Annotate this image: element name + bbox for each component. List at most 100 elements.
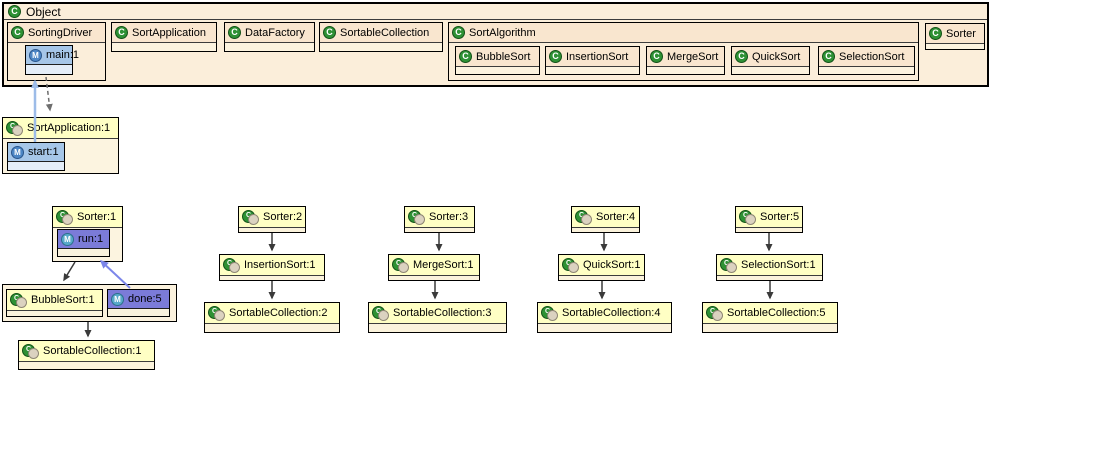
object-box-sortablecollection-5[interactable]: SortableCollection:5 [702, 302, 838, 333]
object-icon [541, 305, 558, 321]
class-box-quicksort[interactable]: QuickSort [731, 46, 810, 75]
object-box-sorter-4[interactable]: Sorter:4 [571, 206, 640, 233]
object-box-selectionsort-1[interactable]: SelectionSort:1 [716, 254, 823, 281]
object-icon [372, 305, 389, 321]
object-box-header: QuickSort:1 [559, 255, 644, 276]
class-box-bubblesort[interactable]: BubbleSort [455, 46, 540, 75]
object-box-body [369, 324, 506, 332]
class-box-body [112, 43, 216, 51]
object-box-header: SortableCollection:1 [19, 341, 154, 362]
class-box-sortapplication[interactable]: SortApplication [111, 22, 217, 52]
class-box-body [546, 67, 639, 74]
method-box-header: done:5 [108, 290, 169, 309]
object-icon [56, 209, 73, 225]
class-box-sortablecollection[interactable]: SortableCollection [319, 22, 443, 52]
class-label: QuickSort [752, 50, 801, 63]
object-box-body [736, 228, 802, 232]
class-label: BubbleSort [476, 50, 531, 63]
object-box-sorter-2[interactable]: Sorter:2 [238, 206, 306, 233]
object-icon [706, 305, 723, 321]
object-icon [10, 292, 27, 308]
object-label: Sorter:1 [77, 211, 117, 223]
method-box-header: start:1 [8, 143, 64, 162]
object-box-body [220, 276, 324, 280]
class-box-body [320, 43, 442, 51]
object-box-body [205, 324, 339, 332]
class-label: SortApplication [132, 26, 206, 39]
method-icon [61, 232, 74, 246]
object-box-body [405, 228, 474, 232]
object-box-header: SortableCollection:4 [538, 303, 671, 324]
object-box-bubblesort-1[interactable]: BubbleSort:1 [6, 289, 103, 317]
object-box-body [7, 311, 102, 316]
object-box-sortablecollection-4[interactable]: SortableCollection:4 [537, 302, 672, 333]
object-box-header: Sorter:5 [736, 207, 802, 228]
method-box-body [8, 162, 64, 170]
class-box-body [732, 67, 809, 74]
object-icon [408, 209, 425, 225]
class-box-insertionsort[interactable]: InsertionSort [545, 46, 640, 75]
method-box-run-1[interactable]: run:1 [57, 229, 110, 257]
object-box-body [572, 228, 639, 232]
object-box-sorter-3[interactable]: Sorter:3 [404, 206, 475, 233]
method-box-main-1[interactable]: main:1 [25, 45, 79, 75]
object-box-sortablecollection-3[interactable]: SortableCollection:3 [368, 302, 507, 333]
method-box-done-5[interactable]: done:5 [107, 289, 170, 317]
method-box-body [108, 309, 169, 316]
class-label: SortableCollection [340, 26, 430, 39]
class-icon [323, 26, 336, 39]
object-box-header: BubbleSort:1 [7, 290, 102, 311]
method-icon [111, 292, 124, 306]
class-icon [735, 50, 748, 63]
method-box-header: main:1 [26, 46, 79, 65]
class-box-header: InsertionSort [546, 47, 639, 67]
object-box-insertionsort-1[interactable]: InsertionSort:1 [219, 254, 325, 281]
object-box-body [239, 228, 305, 232]
object-box-sortablecollection-2[interactable]: SortableCollection:2 [204, 302, 340, 333]
class-box-sorter[interactable]: Sorter [925, 23, 985, 50]
object-label: Sorter:5 [760, 211, 800, 223]
object-box-header: Sorter:2 [239, 207, 305, 228]
object-box-mergesort-1[interactable]: MergeSort:1 [388, 254, 480, 281]
class-box-header: SortApplication [112, 23, 216, 43]
object-icon [208, 305, 225, 321]
class-box-header: Sorter [926, 24, 984, 44]
object-label: SortApplication:1 [27, 122, 111, 134]
method-box-body [26, 65, 72, 74]
class-label: DataFactory [245, 26, 305, 39]
object-box-body [19, 362, 154, 369]
object-box-header: Sorter:3 [405, 207, 474, 228]
object-box-sortablecollection-1[interactable]: SortableCollection:1 [18, 340, 155, 370]
object-box-header: SortApplication:1 [3, 118, 118, 139]
class-icon [11, 26, 24, 39]
class-box-datafactory[interactable]: DataFactory [224, 22, 315, 52]
object-label: QuickSort:1 [583, 259, 641, 271]
method-box-start-1[interactable]: start:1 [7, 142, 65, 171]
object-contour-label: Object [26, 4, 61, 19]
class-label: MergeSort [667, 50, 719, 63]
class-icon [452, 26, 465, 39]
method-label: start:1 [28, 146, 59, 158]
class-box-sortingdriver[interactable]: SortingDriver [7, 22, 106, 81]
class-icon [549, 50, 562, 63]
class-box-selectionsort[interactable]: SelectionSort [818, 46, 915, 75]
object-icon [720, 257, 737, 273]
object-label: SortableCollection:5 [727, 307, 826, 319]
class-label: Sorter [946, 27, 976, 40]
class-box-header: MergeSort [647, 47, 724, 67]
method-box-body [58, 249, 109, 256]
class-icon [650, 50, 663, 63]
class-icon [822, 50, 835, 63]
method-icon [29, 48, 42, 62]
class-label: InsertionSort [566, 50, 629, 63]
object-icon [739, 209, 756, 225]
object-icon [223, 257, 240, 273]
object-box-sorter-5[interactable]: Sorter:5 [735, 206, 803, 233]
class-box-mergesort[interactable]: MergeSort [646, 46, 725, 75]
object-box-quicksort-1[interactable]: QuickSort:1 [558, 254, 645, 281]
object-label: MergeSort:1 [413, 259, 474, 271]
class-box-body [926, 44, 984, 49]
object-label: SortableCollection:2 [229, 307, 328, 319]
method-label: done:5 [128, 293, 162, 305]
object-label: SortableCollection:1 [43, 345, 142, 357]
